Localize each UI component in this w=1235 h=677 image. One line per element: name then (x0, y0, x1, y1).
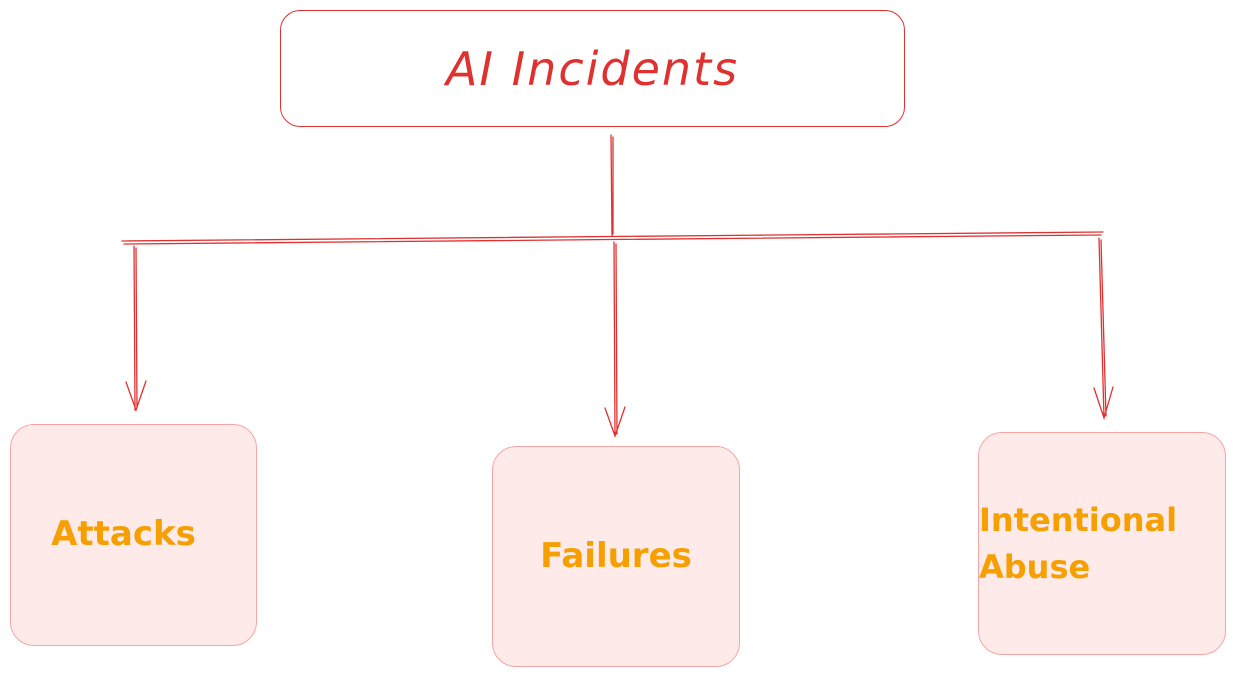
arrow-attacks (125, 245, 147, 412)
node-intentional-abuse: Intentional Abuse (978, 432, 1226, 655)
node-attacks: Attacks (10, 424, 257, 646)
node-attacks-label: Attacks (51, 514, 196, 555)
branch-line (121, 231, 1104, 245)
root-node-label: AI Incidents (445, 41, 740, 96)
node-intentional-abuse-label: Intentional Abuse (979, 501, 1178, 586)
node-failures: Failures (492, 446, 740, 667)
node-failures-label: Failures (540, 535, 692, 576)
root-node-ai-incidents: AI Incidents (280, 10, 905, 127)
trunk-line (610, 134, 614, 237)
arrow-failures (604, 241, 626, 438)
arrow-intentional-abuse (1093, 237, 1114, 421)
